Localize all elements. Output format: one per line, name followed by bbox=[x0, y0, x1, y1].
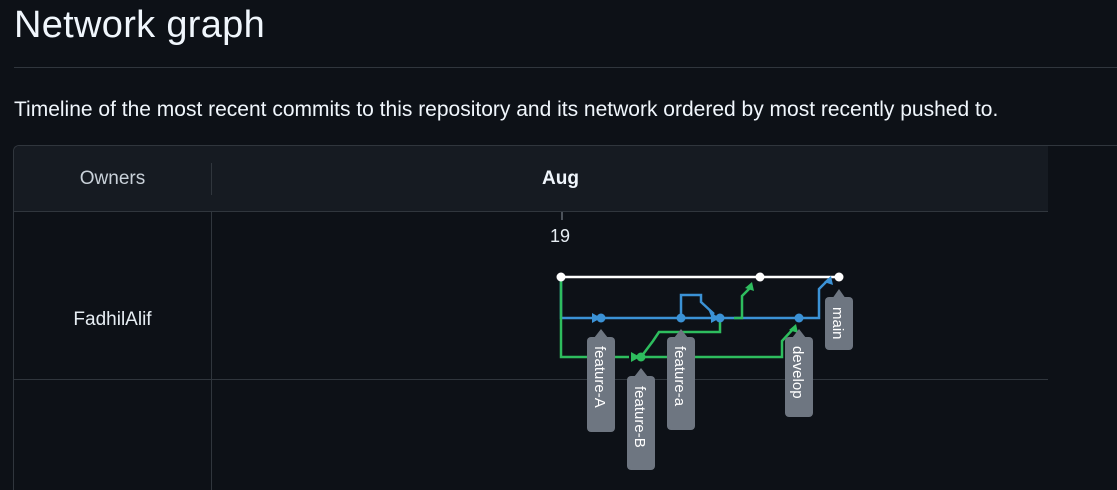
commit-dot[interactable] bbox=[834, 272, 844, 282]
page-description: Timeline of the most recent commits to t… bbox=[14, 98, 999, 121]
branch-label-feature-B[interactable]: feature-B bbox=[627, 368, 655, 470]
feature-branch-line bbox=[559, 277, 601, 320]
page-title: Network graph bbox=[14, 4, 266, 46]
svg-text:main: main bbox=[829, 307, 846, 340]
feature-to-main-line bbox=[734, 285, 753, 320]
branch-label-main[interactable]: main bbox=[825, 289, 853, 350]
arrowhead bbox=[631, 352, 640, 362]
graph-header: Owners Aug bbox=[14, 146, 1048, 212]
owner-column-separator bbox=[211, 212, 212, 490]
commit-graph[interactable]: 19 main bbox=[14, 146, 1117, 490]
commit-dot[interactable] bbox=[676, 313, 686, 323]
branch-label-feature-A[interactable]: feature-A bbox=[587, 329, 615, 432]
branch-label-feature-a[interactable]: feature-a bbox=[667, 329, 695, 430]
month-label: Aug bbox=[542, 168, 579, 189]
feature-to-main-line bbox=[799, 278, 830, 320]
svg-text:develop: develop bbox=[789, 346, 806, 399]
branch-label-develop[interactable]: develop bbox=[785, 329, 813, 417]
develop-branch-line bbox=[641, 327, 795, 359]
commit-dot[interactable] bbox=[755, 272, 765, 282]
day-label: 19 bbox=[550, 226, 570, 246]
commit-dot[interactable] bbox=[794, 313, 804, 323]
owner-row-separator bbox=[14, 379, 1048, 380]
arrowhead bbox=[789, 324, 798, 333]
arrowhead bbox=[824, 276, 833, 285]
owner-name[interactable]: FadhilAlif bbox=[73, 309, 152, 330]
svg-text:feature-B: feature-B bbox=[631, 386, 648, 448]
arrowhead bbox=[745, 282, 754, 291]
svg-text:feature-a: feature-a bbox=[671, 346, 688, 407]
commit-dot[interactable] bbox=[715, 313, 725, 323]
owners-column-header: Owners bbox=[79, 167, 146, 189]
title-divider bbox=[14, 67, 1117, 68]
commit-dot[interactable] bbox=[556, 272, 566, 282]
develop-branch-line bbox=[640, 318, 722, 358]
arrowhead bbox=[708, 309, 716, 321]
network-graph[interactable]: Owners Aug FadhilAlif 19 bbox=[13, 145, 1117, 490]
commit-dot[interactable] bbox=[636, 352, 646, 362]
svg-text:feature-A: feature-A bbox=[591, 346, 608, 408]
commit-dot[interactable] bbox=[596, 313, 606, 323]
header-separator bbox=[211, 163, 212, 195]
feature-branch-loop bbox=[679, 293, 715, 318]
